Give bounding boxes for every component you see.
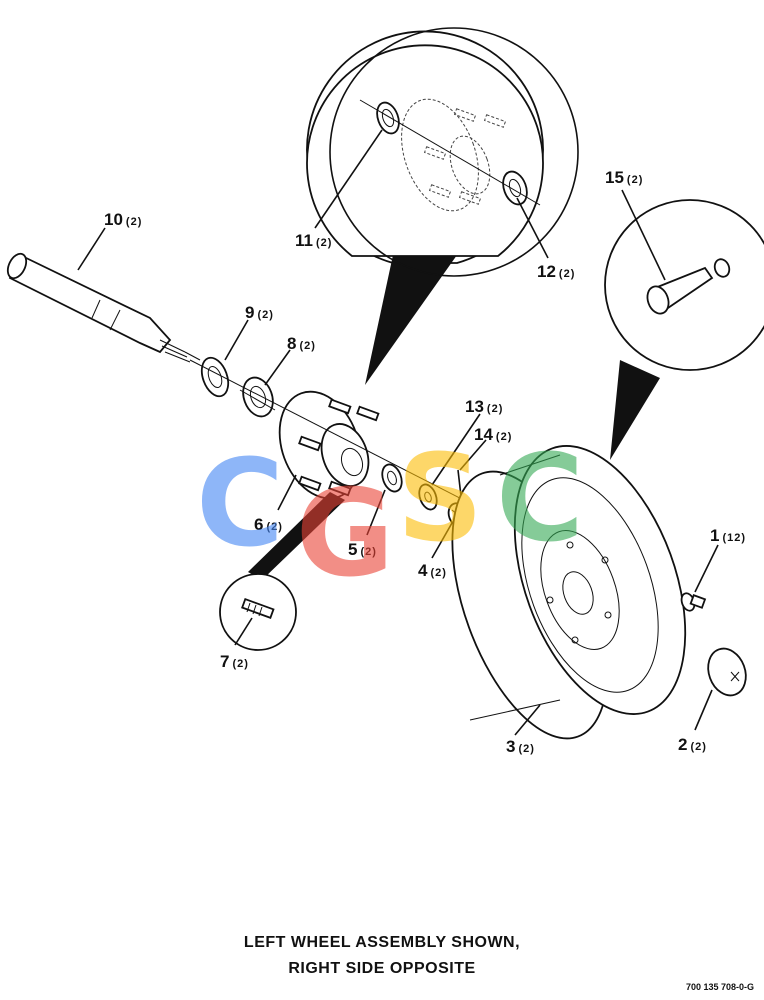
leader-5 (366, 489, 386, 536)
callout-4-quantity: (2) (430, 567, 446, 579)
leader-15 (621, 189, 666, 281)
leader-12 (516, 197, 549, 259)
callout-11-number: 11 (295, 231, 313, 250)
callout-3: 3(2) (506, 737, 535, 756)
leader-8 (264, 349, 291, 386)
callout-8-number: 8 (287, 334, 296, 353)
watermark-letter-2: G (296, 465, 395, 604)
hub-part (278, 390, 380, 500)
wheel-stud-detail (219, 492, 345, 651)
callout-15-number: 15 (605, 168, 624, 187)
callout-4: 4(2) (418, 561, 447, 580)
leader-4 (431, 522, 453, 559)
callout-8-quantity: (2) (299, 340, 315, 352)
callout-5-quantity: (2) (360, 546, 376, 558)
callout-2-quantity: (2) (690, 741, 706, 753)
leader-2 (694, 689, 713, 731)
callout-3-number: 3 (506, 737, 515, 756)
watermark-letter-4: C (496, 430, 584, 569)
callout-15-quantity: (2) (627, 174, 643, 186)
callout-6: 6(2) (254, 515, 283, 534)
callout-9-number: 9 (245, 303, 254, 322)
callout-14: 14(2) (474, 425, 512, 444)
callout-1-number: 1 (710, 526, 719, 545)
caption-line-1: LEFT WHEEL ASSEMBLY SHOWN, (243, 934, 521, 951)
callout-1: 1(12) (710, 526, 746, 545)
callout-3-quantity: (2) (518, 743, 534, 755)
leader-3 (514, 704, 541, 736)
callout-4-number: 4 (418, 561, 428, 580)
callout-10-quantity: (2) (126, 216, 142, 228)
lug-nut-part (680, 592, 707, 612)
callout-7-number: 7 (220, 652, 229, 671)
exploded-wheel-diagram: 1(12)2(2)3(2)4(2)5(2)6(2)7(2)8(2)9(2)10(… (6, 27, 764, 756)
washer-part (418, 483, 438, 511)
callout-14-quantity: (2) (496, 431, 512, 443)
callout-7-quantity: (2) (232, 658, 248, 670)
callout-labels: 1(12)2(2)3(2)4(2)5(2)6(2)7(2)8(2)9(2)10(… (104, 168, 746, 756)
callout-5-number: 5 (348, 540, 357, 559)
outer-bearing-part (381, 463, 403, 493)
leader-7 (234, 617, 253, 646)
leader-9 (224, 319, 249, 361)
leader-6 (277, 474, 297, 511)
callout-11-quantity: (2) (316, 237, 332, 249)
callout-12-number: 12 (537, 262, 556, 281)
callout-9: 9(2) (245, 303, 274, 322)
callout-8: 8(2) (287, 334, 316, 353)
callout-14-number: 14 (474, 425, 493, 444)
callout-6-quantity: (2) (266, 521, 282, 533)
callout-2: 2(2) (678, 735, 707, 754)
wheel-rim-part (451, 445, 687, 740)
spindle-part (6, 252, 201, 363)
callout-5: 5(2) (348, 540, 377, 559)
grease-seal-part (200, 356, 230, 398)
inner-bearing-part (239, 376, 276, 418)
callout-13: 13(2) (465, 397, 503, 416)
leader-1 (694, 544, 719, 593)
figure-id: 700 135 708-0-G (685, 982, 754, 992)
callout-11: 11(2) (295, 231, 332, 250)
callout-6-number: 6 (254, 515, 263, 534)
leader-14 (459, 439, 487, 471)
hub-cap-part (707, 647, 747, 697)
callout-15: 15(2) (605, 168, 643, 187)
callout-12-quantity: (2) (559, 268, 575, 280)
leader-10 (77, 227, 106, 271)
callout-10: 10(2) (104, 210, 142, 229)
valve-stem-detail (604, 199, 764, 460)
callout-7: 7(2) (220, 652, 249, 671)
leader-13 (431, 413, 481, 486)
leader-11 (314, 129, 383, 229)
callout-13-quantity: (2) (487, 403, 503, 415)
watermark-letter-1: C (196, 435, 284, 574)
callout-10-number: 10 (104, 210, 123, 229)
watermark-letter-3: S (397, 430, 483, 569)
callout-9-quantity: (2) (257, 309, 273, 321)
callout-1-quantity: (12) (722, 532, 746, 544)
leader-lines (77, 129, 719, 736)
caption-line-2: RIGHT SIDE OPPOSITE (288, 960, 476, 977)
callout-2-number: 2 (678, 735, 687, 754)
callout-12: 12(2) (537, 262, 575, 281)
callout-13-number: 13 (465, 397, 484, 416)
bearing-cup-detail (306, 27, 579, 385)
